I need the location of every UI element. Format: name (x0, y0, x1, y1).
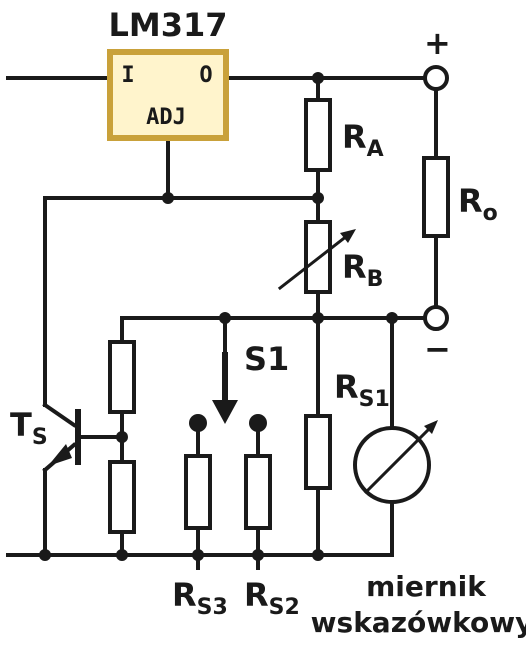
rb-label: RB (342, 248, 383, 292)
switch-s1 (189, 352, 267, 432)
rs1-label: RS1 (334, 368, 390, 412)
output-terminals (423, 65, 449, 331)
ts-label: TS (10, 406, 48, 450)
ra-label: RA (342, 118, 384, 162)
labels: + − RA RB Ro RS1 RS3 RS2 TS S1 miernik w… (10, 24, 526, 639)
rs2-label: RS2 (244, 576, 300, 620)
transistor-ts (48, 409, 81, 466)
meter (353, 420, 438, 504)
resistor-ro (422, 156, 450, 238)
resistor-left-bottom (108, 460, 136, 534)
resistor-rs1 (304, 414, 332, 490)
variable-arrow-rb (277, 229, 356, 291)
lm317-regulator: LM317 I O ADJ (107, 6, 229, 141)
resistor-left-top (108, 340, 136, 414)
regulator-name: LM317 (108, 6, 227, 44)
ro-label: Ro (458, 182, 498, 226)
rs3-label: RS3 (172, 576, 228, 620)
meter-label-line2: wskazówkowy (311, 606, 526, 639)
s1-label: S1 (244, 340, 289, 378)
plus-terminal-label: + (424, 24, 451, 62)
resistor-rs3 (184, 454, 212, 530)
meter-label-line1: miernik (366, 570, 487, 603)
junctions (39, 72, 398, 561)
regulator-pin-adj: ADJ (146, 105, 186, 130)
resistor-rs2 (244, 454, 272, 530)
regulator-pin-out: O (199, 63, 212, 88)
regulator-pin-in: I (121, 63, 134, 88)
resistor-ra (304, 98, 332, 172)
minus-terminal-label: − (424, 330, 451, 368)
